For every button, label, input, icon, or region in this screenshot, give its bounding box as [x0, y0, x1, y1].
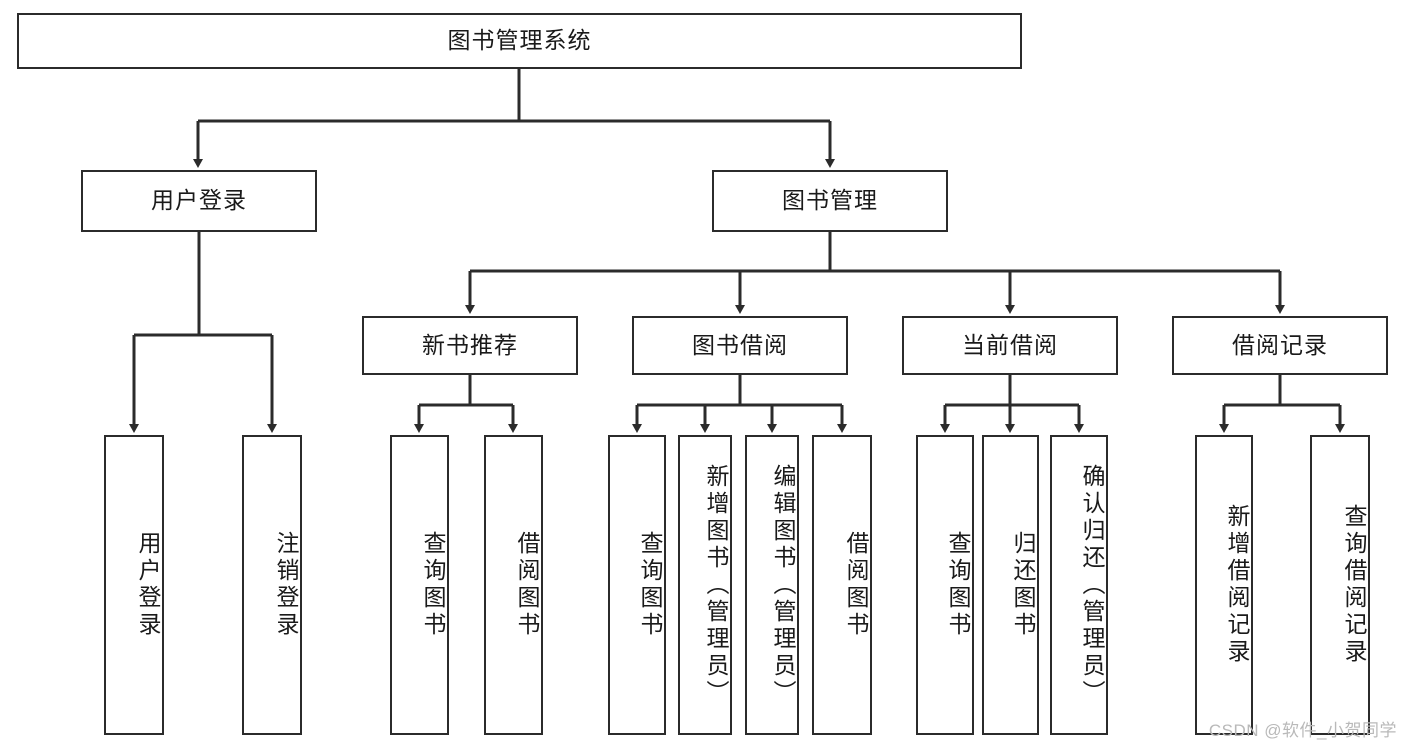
node-current-borrow[interactable]: 当前借阅 — [902, 316, 1118, 375]
node-leaf-user-login[interactable]: 用户登录 — [104, 435, 164, 735]
node-leaf-query-book-rec-label: 查询图书 — [420, 531, 446, 639]
node-leaf-query-book-rec[interactable]: 查询图书 — [390, 435, 449, 735]
node-leaf-user-logout-label: 注销登录 — [273, 531, 299, 639]
node-borrow-record[interactable]: 借阅记录 — [1172, 316, 1388, 375]
node-leaf-borrow-book[interactable]: 借阅图书 — [812, 435, 872, 735]
node-leaf-confirm-return-admin[interactable]: 确认归还（管理员） — [1050, 435, 1108, 735]
node-user-login[interactable]: 用户登录 — [81, 170, 317, 232]
node-root[interactable]: 图书管理系统 — [17, 13, 1022, 69]
watermark-text: CSDN @软件_小贺同学 — [1208, 721, 1397, 740]
node-new-book-recommend[interactable]: 新书推荐 — [362, 316, 578, 375]
node-book-manage[interactable]: 图书管理 — [712, 170, 948, 232]
node-book-manage-label: 图书管理 — [782, 187, 878, 214]
node-leaf-user-login-label: 用户登录 — [135, 531, 161, 639]
node-leaf-confirm-return-admin-label: 确认归还（管理员） — [1079, 463, 1105, 707]
node-leaf-add-borrow-record[interactable]: 新增借阅记录 — [1195, 435, 1253, 735]
node-leaf-borrow-book-rec[interactable]: 借阅图书 — [484, 435, 543, 735]
node-borrow-record-label: 借阅记录 — [1232, 331, 1328, 358]
node-leaf-borrow-book-label: 借阅图书 — [843, 531, 869, 639]
node-leaf-query-borrow-record[interactable]: 查询借阅记录 — [1310, 435, 1370, 735]
node-leaf-edit-book-admin[interactable]: 编辑图书（管理员） — [745, 435, 799, 735]
node-user-login-label: 用户登录 — [151, 187, 247, 214]
node-leaf-add-book-admin-label: 新增图书（管理员） — [703, 463, 729, 707]
node-leaf-user-logout[interactable]: 注销登录 — [242, 435, 302, 735]
node-leaf-add-borrow-record-label: 新增借阅记录 — [1224, 504, 1250, 666]
node-root-label: 图书管理系统 — [447, 27, 592, 54]
node-leaf-query-book-borrow[interactable]: 查询图书 — [608, 435, 666, 735]
node-leaf-return-book-label: 归还图书 — [1010, 531, 1036, 639]
node-book-borrow[interactable]: 图书借阅 — [632, 316, 848, 375]
node-book-borrow-label: 图书借阅 — [692, 331, 788, 358]
node-leaf-borrow-book-rec-label: 借阅图书 — [514, 531, 540, 639]
node-leaf-query-book-borrow-label: 查询图书 — [637, 531, 663, 639]
node-leaf-return-book[interactable]: 归还图书 — [982, 435, 1039, 735]
node-leaf-query-borrow-record-label: 查询借阅记录 — [1341, 504, 1367, 666]
node-current-borrow-label: 当前借阅 — [962, 331, 1058, 358]
node-new-book-recommend-label: 新书推荐 — [422, 331, 518, 358]
node-leaf-query-book-current-label: 查询图书 — [945, 531, 971, 639]
node-leaf-edit-book-admin-label: 编辑图书（管理员） — [770, 463, 796, 707]
node-leaf-query-book-current[interactable]: 查询图书 — [916, 435, 974, 735]
node-leaf-add-book-admin[interactable]: 新增图书（管理员） — [678, 435, 732, 735]
